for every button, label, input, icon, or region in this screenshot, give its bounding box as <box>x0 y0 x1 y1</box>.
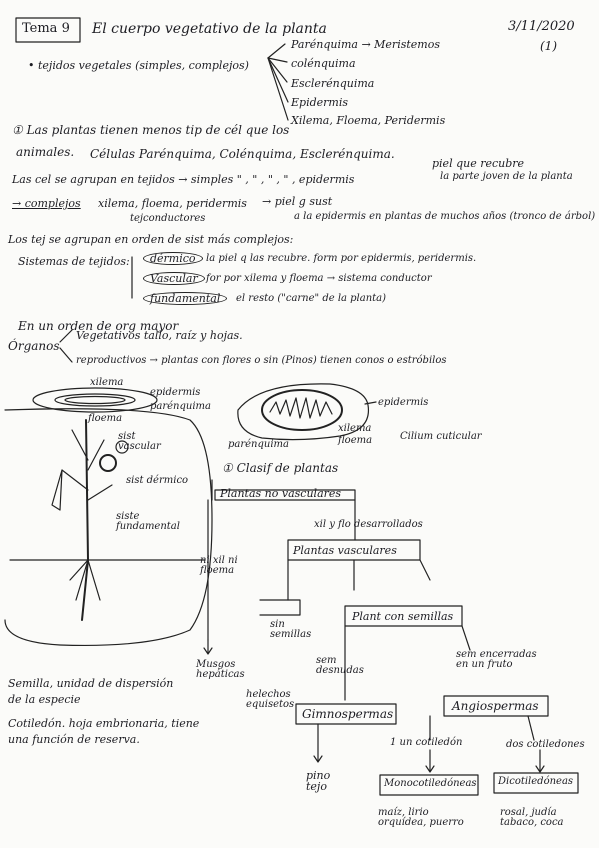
date: 3/11/2020 <box>508 19 575 34</box>
tree-edge-label: ni xil ni floema <box>200 555 238 576</box>
note-line: ① Las plantas tienen menos tip de cél qu… <box>12 123 290 137</box>
organos-label: Órganos <box>8 339 60 353</box>
tejido-item: colénquima <box>291 57 356 70</box>
def-line: una función de reserva. <box>8 733 140 746</box>
def-line: Semilla, unidad de dispersión <box>8 677 174 690</box>
tejido-item: Epidermis <box>291 96 348 109</box>
tree-leaf-helechos: helechos equisetos <box>246 689 295 710</box>
tree-node-vasculares: Plantas vasculares <box>293 544 397 557</box>
drawing-label: parénquima <box>228 439 289 450</box>
sistema-fundamental: fundamental <box>143 292 228 305</box>
note-line: Vegetativos tallo, raíz y hojas. <box>76 329 243 342</box>
page-title: El cuerpo vegetativo de la planta <box>92 21 327 37</box>
tree-node-angiospermas: Angiospermas <box>452 699 539 713</box>
drawing-label: epidermis <box>150 387 201 398</box>
tree-edge-label: xil y flo desarrollados <box>314 519 423 530</box>
sistemas-label: Sistemas de tejidos: <box>18 255 130 268</box>
sistema-vascular: Vascular <box>143 272 205 285</box>
tree-node-monocotiledoneas: Monocotiledóneas <box>384 778 477 789</box>
tree-leaf-pino: pino tejo <box>306 769 331 793</box>
note-line: → complejos <box>12 197 81 210</box>
note-line: la parte joven de la planta <box>440 171 573 182</box>
note-line: Las cel se agrupan en tejidos → simples … <box>12 173 355 186</box>
sistema-fundamental-text: el resto ("carne" de la planta) <box>236 293 387 304</box>
def-line: Cotiledón. hoja embrionaria, tiene <box>8 717 200 730</box>
drawing-label: epidermis <box>378 397 429 408</box>
note-line: animales. <box>16 145 75 159</box>
note-line: a la epidermis en plantas de muchos años… <box>294 211 596 222</box>
note-line: tejconductores <box>130 213 206 224</box>
note-line: En un orden de org mayor <box>18 319 179 333</box>
page-number: (1) <box>540 39 557 53</box>
note-line: → piel g sust <box>262 195 333 208</box>
tree-node-gimnospermas: Gimnospermas <box>302 707 394 721</box>
drawing-label: xilema <box>338 423 372 434</box>
drawing-label: xilema <box>90 377 124 388</box>
note-line: reproductivos → plantas con flores o sin… <box>76 355 447 366</box>
stem-cross-section-shape <box>32 387 158 413</box>
sistema-dermico: dérmico <box>143 252 203 265</box>
note-line: Los tej se agrupan en orden de sist más … <box>8 233 294 246</box>
drawing-label: siste fundamental <box>116 511 180 532</box>
note-line: xilema, floema, peridermis <box>98 197 247 210</box>
tejido-item: Xilema, Floema, Peridermis <box>291 114 446 127</box>
tejido-item: Parénquima → Meristemos <box>291 38 440 51</box>
tree-edge-label: sem encerradas en un fruto <box>456 649 537 670</box>
drawing-label: floema <box>88 413 123 424</box>
tree-edge-label: 1 un cotiledón <box>390 737 463 748</box>
drawing-label: parénquima <box>150 401 211 412</box>
tree-edge-label: dos cotiledones <box>506 739 585 750</box>
tree-node-con-semillas: Plant con semillas <box>352 610 454 623</box>
note-line: piel que recubre <box>432 157 525 170</box>
tree-node-dicotiledoneas: Dicotiledóneas <box>498 776 574 787</box>
tejidos-label: • tejidos vegetales (simples, complejos) <box>28 59 249 72</box>
sistema-dermico-text: la piel q las recubre. form por epidermi… <box>206 253 477 264</box>
drawing-label: floema <box>338 435 373 446</box>
tree-leaf-mono-ex: maíz, lirio orquídea, puerro <box>378 807 464 828</box>
tree-edge-label: sin semillas <box>270 619 312 640</box>
tree-node-no-vasculares: Plantas no vasculares <box>220 487 342 500</box>
tree-leaf-dico-ex: rosal, judía tabaco, coca <box>500 807 564 828</box>
plant-frame <box>4 408 213 647</box>
clasif-title: ① Clasif de plantas <box>222 461 339 475</box>
note-line: Células Parénquima, Colénquima, Esclerén… <box>90 147 395 161</box>
tema-label: Tema 9 <box>22 21 70 36</box>
drawing-label: sist dérmico <box>126 475 189 486</box>
tejido-item: Esclerénquima <box>291 77 375 90</box>
drawing-label: Cilium cuticular <box>400 431 482 442</box>
tree-edge-label: sem desnudas <box>316 655 364 676</box>
drawing-label: sist vascular <box>118 431 161 452</box>
sistema-vascular-text: for por xilema y floema → sistema conduc… <box>206 273 432 284</box>
def-line: de la especie <box>8 693 81 706</box>
tree-leaf-musgos: Musgos hepáticas <box>196 659 245 680</box>
